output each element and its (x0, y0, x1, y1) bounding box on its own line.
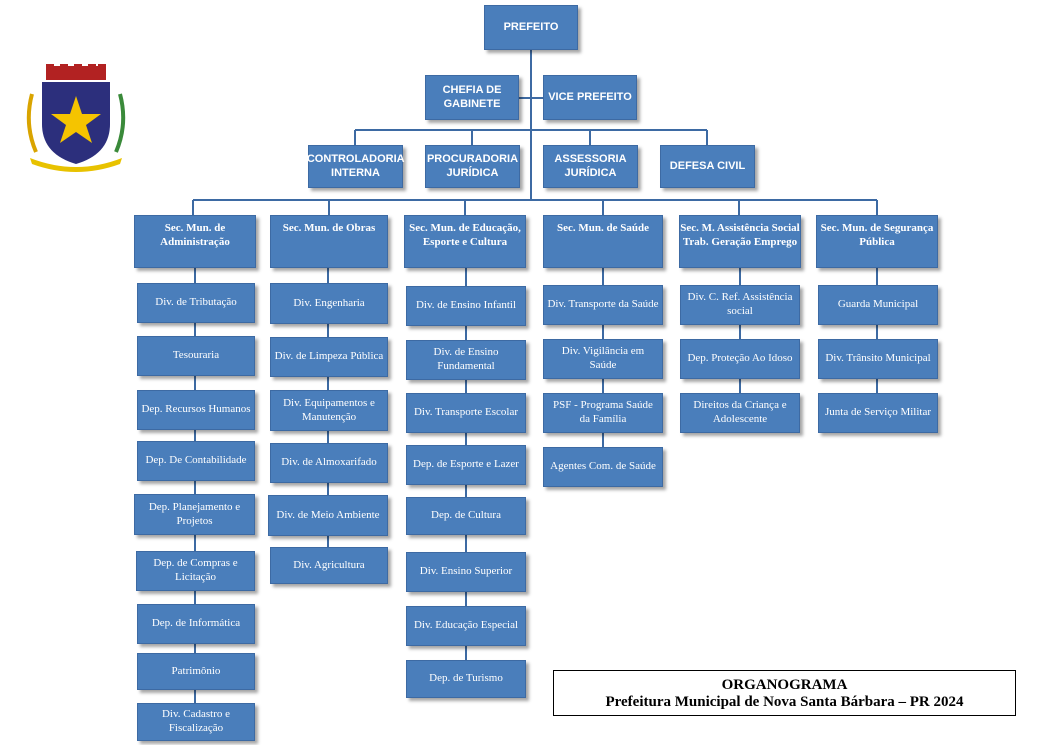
unit-box: Junta de Serviço Militar (818, 393, 938, 433)
unit-box: Div. de Meio Ambiente (268, 495, 388, 536)
procuradoria-box: PROCURADORIA JURÍDICA (425, 145, 520, 188)
controladoria-box: CONTROLADORIA INTERNA (307, 145, 405, 188)
sec-administracao: Sec. Mun. de Administração (134, 215, 256, 268)
unit-box: Div. Equipamentos e Manutenção (270, 390, 388, 431)
sec-assistencia-social: Sec. M. Assistência Social Trab. Geração… (679, 215, 801, 268)
vice-prefeito-box: VICE PREFEITO (543, 75, 637, 120)
unit-box: Div. Vigilância em Saúde (543, 339, 663, 379)
unit-box: Div. de Almoxarifado (270, 443, 388, 483)
unit-box: Dep. de Cultura (406, 497, 526, 535)
unit-box: Direitos da Criança e Adolescente (680, 393, 800, 433)
unit-box: Tesouraria (137, 336, 255, 376)
defesa-civil-box: DEFESA CIVIL (660, 145, 755, 188)
unit-box: Dep. Recursos Humanos (137, 390, 255, 430)
prefeito-box: PREFEITO (484, 5, 578, 50)
unit-box: Div. Transporte Escolar (406, 393, 526, 433)
unit-box: Dep. de Informática (137, 604, 255, 644)
unit-box: Agentes Com. de Saúde (543, 447, 663, 487)
unit-box: Div. de Ensino Fundamental (406, 340, 526, 380)
unit-box: Dep. de Turismo (406, 660, 526, 698)
unit-box: Div. Engenharia (270, 283, 388, 324)
chart-legend-box: ORGANOGRAMA Prefeitura Municipal de Nova… (553, 670, 1016, 716)
unit-box: Dep. de Compras e Licitação (136, 551, 255, 591)
unit-box: Div. Trânsito Municipal (818, 339, 938, 379)
unit-box: Div. C. Ref. Assistência social (680, 285, 800, 325)
sec-obras: Sec. Mun. de Obras (270, 215, 388, 268)
unit-box: Dep. Proteção Ao Idoso (680, 339, 800, 379)
sec-saude: Sec. Mun. de Saúde (543, 215, 663, 268)
unit-box: Div. de Ensino Infantil (406, 286, 526, 326)
unit-box: Div. Transporte da Saúde (543, 285, 663, 325)
sec-educacao: Sec. Mun. de Educação, Esporte e Cultura (404, 215, 526, 268)
unit-box: Patrimônio (137, 653, 255, 690)
legend-subtitle: Prefeitura Municipal de Nova Santa Bárba… (605, 694, 964, 710)
unit-box: Dep. De Contabilidade (137, 441, 255, 481)
unit-box: Div. de Limpeza Pública (270, 337, 388, 377)
sec-seguranca-publica: Sec. Mun. de Segurança Pública (816, 215, 938, 268)
unit-box: PSF - Programa Saúde da Família (543, 393, 663, 433)
unit-box: Div. Agricultura (270, 547, 388, 584)
unit-box: Div. Educação Especial (406, 606, 526, 646)
unit-box: Guarda Municipal (818, 285, 938, 325)
assessoria-box: ASSESSORIA JURÍDICA (543, 145, 638, 188)
unit-box: Div. de Tributação (137, 283, 255, 323)
municipal-coat-of-arms-icon (26, 64, 126, 172)
unit-box: Div. Cadastro e Fiscalização (137, 703, 255, 741)
unit-box: Div. Ensino Superior (406, 552, 526, 592)
legend-title: ORGANOGRAMA (721, 677, 848, 693)
unit-box: Dep. de Esporte e Lazer (406, 445, 526, 485)
chefia-gabinete-box: CHEFIA DE GABINETE (425, 75, 519, 120)
unit-box: Dep. Planejamento e Projetos (134, 494, 255, 535)
